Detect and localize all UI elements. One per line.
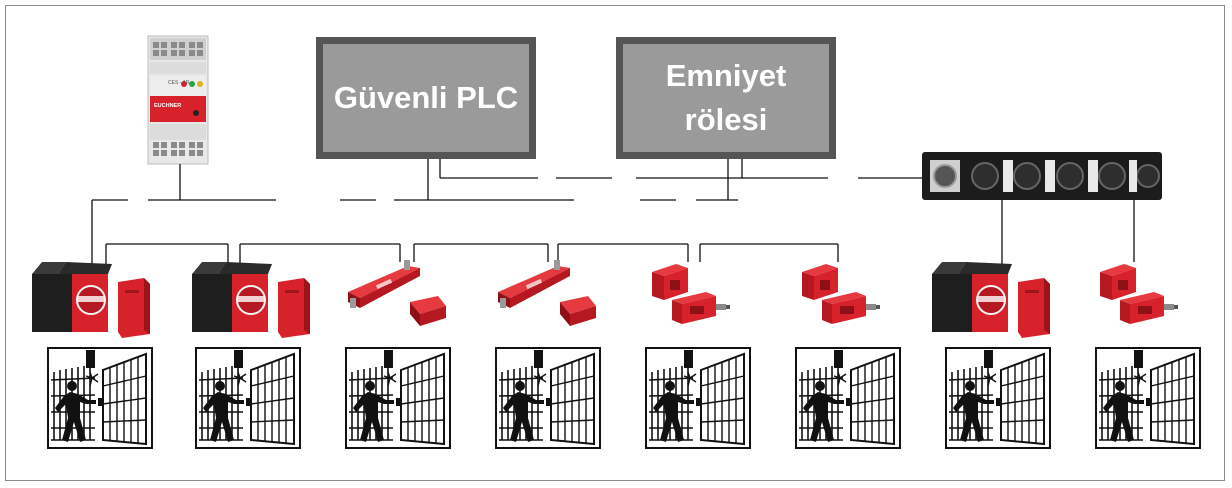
station-3-bar-sensor bbox=[348, 260, 446, 326]
station-7-cube-sensor bbox=[931, 261, 1051, 339]
station-3-door-pictogram bbox=[345, 347, 451, 449]
station-8-door-pictogram bbox=[1095, 347, 1201, 449]
controller-module: EUCHNER CES - AR bbox=[147, 35, 209, 165]
station-8-block-sensor bbox=[1100, 264, 1178, 324]
controller-brand: EUCHNER bbox=[154, 103, 181, 109]
station-6-door-pictogram bbox=[795, 347, 901, 449]
io-module bbox=[922, 152, 1162, 200]
safety-plc-box: Güvenli PLC bbox=[316, 37, 536, 159]
station-2-door-pictogram bbox=[195, 347, 301, 449]
station-5-door-pictogram bbox=[645, 347, 751, 449]
controller-model: CES - AR bbox=[168, 80, 190, 86]
station-5-block-sensor bbox=[652, 264, 730, 324]
connection-lines bbox=[91, 159, 1135, 266]
station-4-door-pictogram bbox=[495, 347, 601, 449]
station-2-cube-sensor bbox=[191, 261, 311, 339]
station-4-bar-sensor bbox=[498, 260, 596, 326]
diagram-frame bbox=[5, 5, 1225, 481]
safety-plc-label: Güvenli PLC bbox=[333, 80, 519, 115]
safety-relay-box: Emniyet rölesi bbox=[616, 37, 836, 159]
safety-relay-label: Emniyet rölesi bbox=[665, 58, 787, 137]
station-6-block-sensor bbox=[802, 264, 880, 324]
station-1-cube-sensor bbox=[31, 261, 151, 339]
station-1-door-pictogram bbox=[47, 347, 153, 449]
station-7-door-pictogram bbox=[945, 347, 1051, 449]
